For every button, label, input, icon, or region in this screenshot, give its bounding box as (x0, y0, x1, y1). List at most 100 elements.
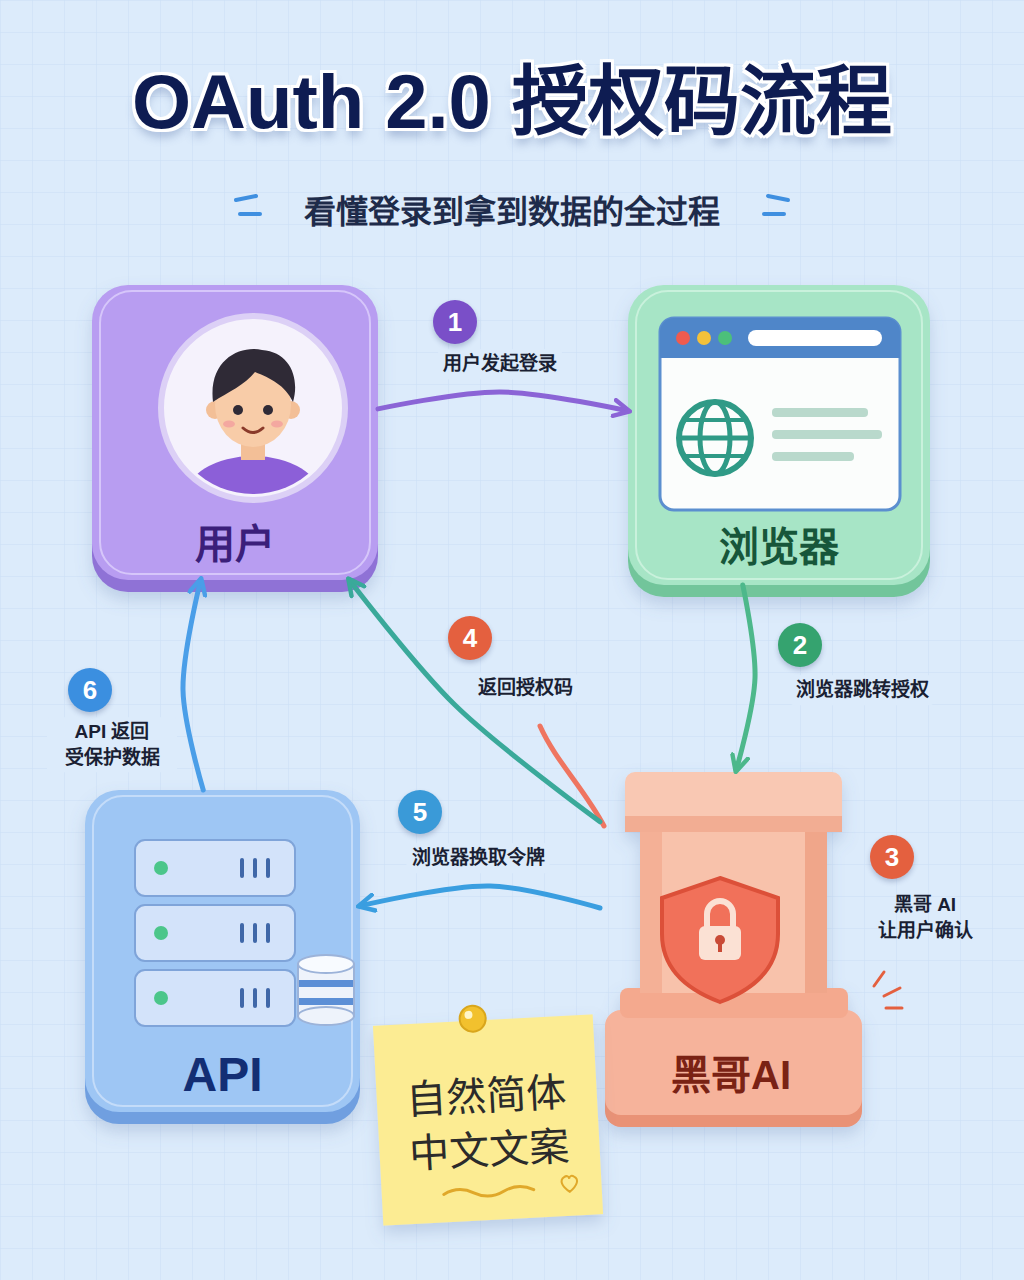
browser-box-body (628, 285, 930, 585)
server-stack-icon (266, 925, 270, 941)
shield-lock-icon (718, 942, 722, 952)
shield-lock-icon (662, 878, 778, 1002)
node-label: 用户 (195, 520, 275, 568)
browser-window-icon (679, 402, 751, 474)
server-stack-icon (299, 998, 353, 1005)
user-avatar (263, 405, 273, 415)
step-number: 3 (870, 835, 914, 879)
edge-label: API 返回 受保护数据 (47, 717, 177, 772)
auth-pillar-body (805, 828, 827, 993)
browser-box-body (628, 285, 930, 597)
sticky-note: 自然简体 中文文案 (375, 1025, 599, 1221)
edge-label: 返回授权码 (473, 673, 578, 703)
edge-label: 浏览器跳转授权 (791, 675, 934, 705)
auth-server-box: 黑哥AI (600, 770, 862, 1115)
actor-box: 用户 (92, 285, 378, 580)
browser-window-icon (772, 452, 854, 461)
sticky-note (464, 1011, 472, 1019)
sticky-note (459, 1005, 486, 1032)
user-avatar (233, 405, 243, 415)
sticky-note (561, 1176, 577, 1193)
server-stack-icon (240, 925, 244, 941)
user-avatar (271, 421, 283, 428)
flow-arrow (183, 580, 203, 790)
node-label: 自然简体 中文文案 (400, 1064, 575, 1181)
emphasis-marks (874, 972, 902, 1008)
step-number: 6 (68, 668, 112, 712)
emphasis-marks (886, 1007, 902, 1010)
server-stack-icon (135, 970, 295, 1026)
node-label: 浏览器 (719, 523, 839, 571)
browser-window-icon (660, 318, 900, 358)
flow-arrow (736, 585, 755, 770)
server-stack-icon (240, 990, 244, 1006)
server-stack-icon (154, 991, 168, 1005)
server-stack-icon (298, 955, 354, 973)
server-stack-icon (253, 860, 257, 876)
subtitle-dashes (236, 196, 256, 200)
shield-lock-icon (662, 878, 778, 1002)
return-code-accent (540, 726, 604, 826)
browser-box-body (636, 291, 922, 579)
sticky-note (373, 1014, 603, 1225)
step-number: 2 (778, 623, 822, 667)
step-number: 1 (433, 300, 477, 344)
return-code-accent (540, 726, 604, 826)
subtitle-dashes (240, 212, 260, 216)
emphasis-marks (874, 972, 884, 986)
browser-window-icon (686, 454, 744, 458)
flow-arrow (378, 392, 628, 411)
api-box-body (93, 796, 352, 1106)
browser-window-icon (718, 331, 732, 345)
user-box-body (100, 291, 370, 574)
user-box-body (92, 285, 378, 592)
auth-pillar-body (605, 1010, 862, 1115)
shield-lock-icon (707, 901, 733, 928)
server-stack-icon (253, 925, 257, 941)
auth-pillar-body (605, 772, 862, 1127)
browser-window-icon (686, 418, 744, 422)
flow-arrow (349, 580, 600, 822)
user-box-body (92, 285, 378, 580)
user-avatar (243, 428, 263, 433)
auth-pillar-body (625, 772, 842, 832)
server-stack-icon (299, 980, 353, 987)
server-stack-icon (266, 860, 270, 876)
server-stack-icon (240, 860, 244, 876)
server-stack-icon (154, 861, 168, 875)
browser-window-icon (676, 331, 690, 345)
edge-label: 浏览器换取令牌 (407, 843, 550, 873)
step-number: 5 (398, 790, 442, 834)
step-note: 黑哥 AI 让用户确认 (865, 892, 985, 943)
api-box-body (85, 790, 360, 1124)
browser-window-icon (697, 331, 711, 345)
shield-lock-icon (699, 926, 741, 960)
server-stack-icon (135, 905, 295, 961)
emphasis-marks (884, 988, 900, 996)
server-stack-icon (253, 990, 257, 1006)
browser-window-icon (772, 408, 868, 417)
server-stack-icon (266, 990, 270, 1006)
auth-pillar-body (640, 828, 662, 993)
subtitle-dashes (764, 212, 784, 216)
node-label: API (182, 1046, 262, 1104)
client-box: 浏览器 (628, 285, 930, 585)
browser-window-icon (748, 330, 882, 346)
subtitle-dashes (768, 196, 788, 200)
server-stack-icon (135, 840, 354, 1026)
sticky-note (444, 1186, 534, 1199)
server-stack-icon (154, 926, 168, 940)
api-box: API (85, 790, 360, 1112)
auth-pillar-body (625, 816, 842, 832)
user-avatar (161, 316, 345, 540)
api-box-body (85, 790, 360, 1112)
step-number: 4 (448, 616, 492, 660)
server-stack-icon (135, 840, 295, 896)
server-stack-icon (298, 1007, 354, 1025)
user-avatar (212, 349, 295, 402)
browser-window-icon (679, 436, 751, 441)
